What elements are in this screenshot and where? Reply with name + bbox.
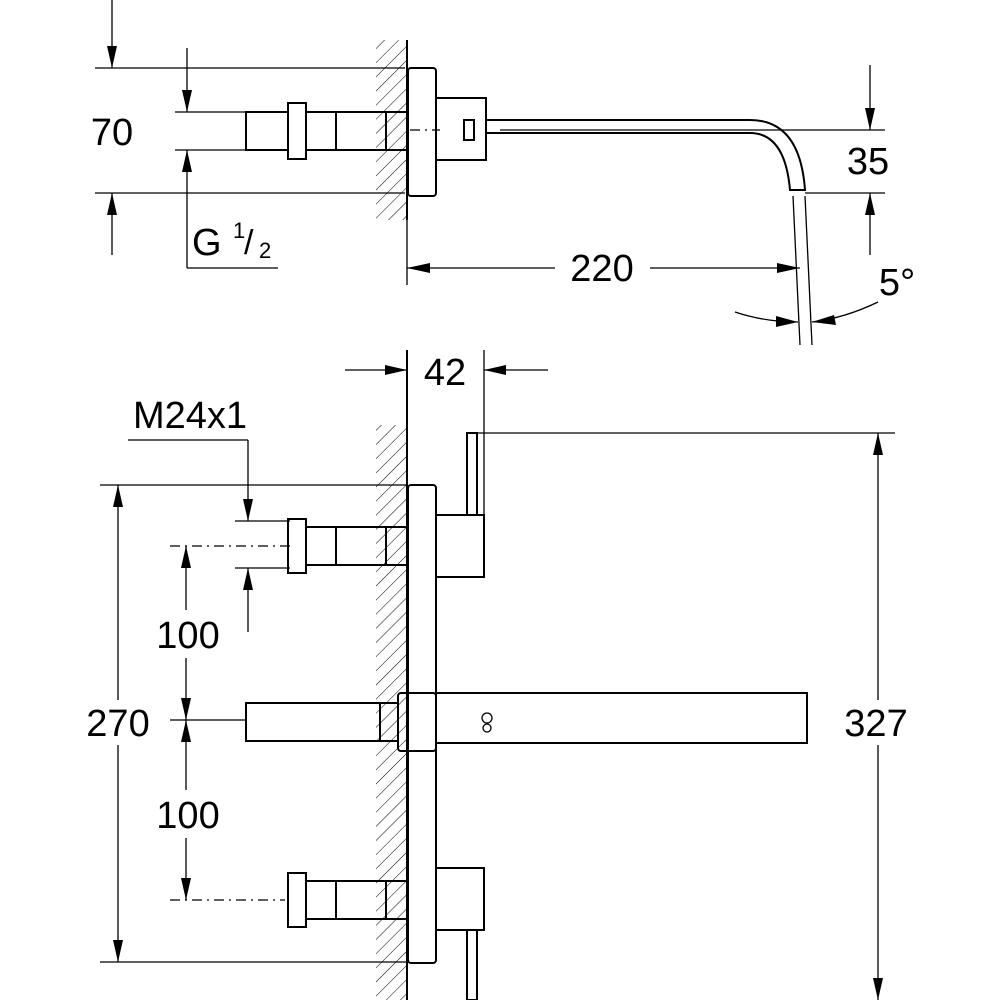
spout-base-side [435,97,487,161]
dim-m24-label: M24x1 [133,395,247,437]
dim-g-half: G 1 / 2 [175,48,278,269]
connector-middle [245,702,399,742]
thread-g-den: 2 [259,238,271,263]
dim-100-upper: 100 [156,546,220,720]
upper-handle-block [435,514,485,578]
dim-100-lower: 100 [156,720,220,900]
dim-70: 70 [91,0,405,255]
dim-5deg-label: 5° [879,262,915,304]
dim-100-upper-label: 100 [156,615,219,657]
escutcheon-side [407,67,437,197]
wall-side [376,40,408,220]
front-view: 42 M24x1 100 100 [86,350,908,1000]
dim-270-label: 270 [86,703,149,745]
dim-m24: M24x1 [128,395,290,632]
connector-lower [287,872,409,928]
dim-70-label: 70 [91,112,133,154]
spout-pipe-side [486,119,807,191]
wall-plate-front [407,484,437,964]
dim-35-label: 35 [847,141,889,183]
lower-handle-block [435,867,485,931]
svg-text:/: / [244,224,254,262]
dim-42: 42 [345,350,548,515]
wall-front [376,350,408,1000]
thread-g-letter: G [192,222,222,264]
dim-5deg: 5° [734,262,915,327]
connector-side [245,102,409,160]
dim-100-lower-label: 100 [156,795,219,837]
dim-35: 35 [805,65,889,255]
upper-lever [466,432,478,516]
dim-327-label: 327 [844,703,907,745]
dim-220-label: 220 [570,248,633,290]
thread-g-num: 1 [233,218,245,243]
lower-lever [466,929,478,1000]
dim-327: 327 [478,432,908,1000]
dim-220: 220 [406,220,800,290]
dim-42-label: 42 [424,352,466,394]
side-view: 70 G 1 / 2 35 [91,0,915,346]
dim-270: 270 [86,484,406,963]
